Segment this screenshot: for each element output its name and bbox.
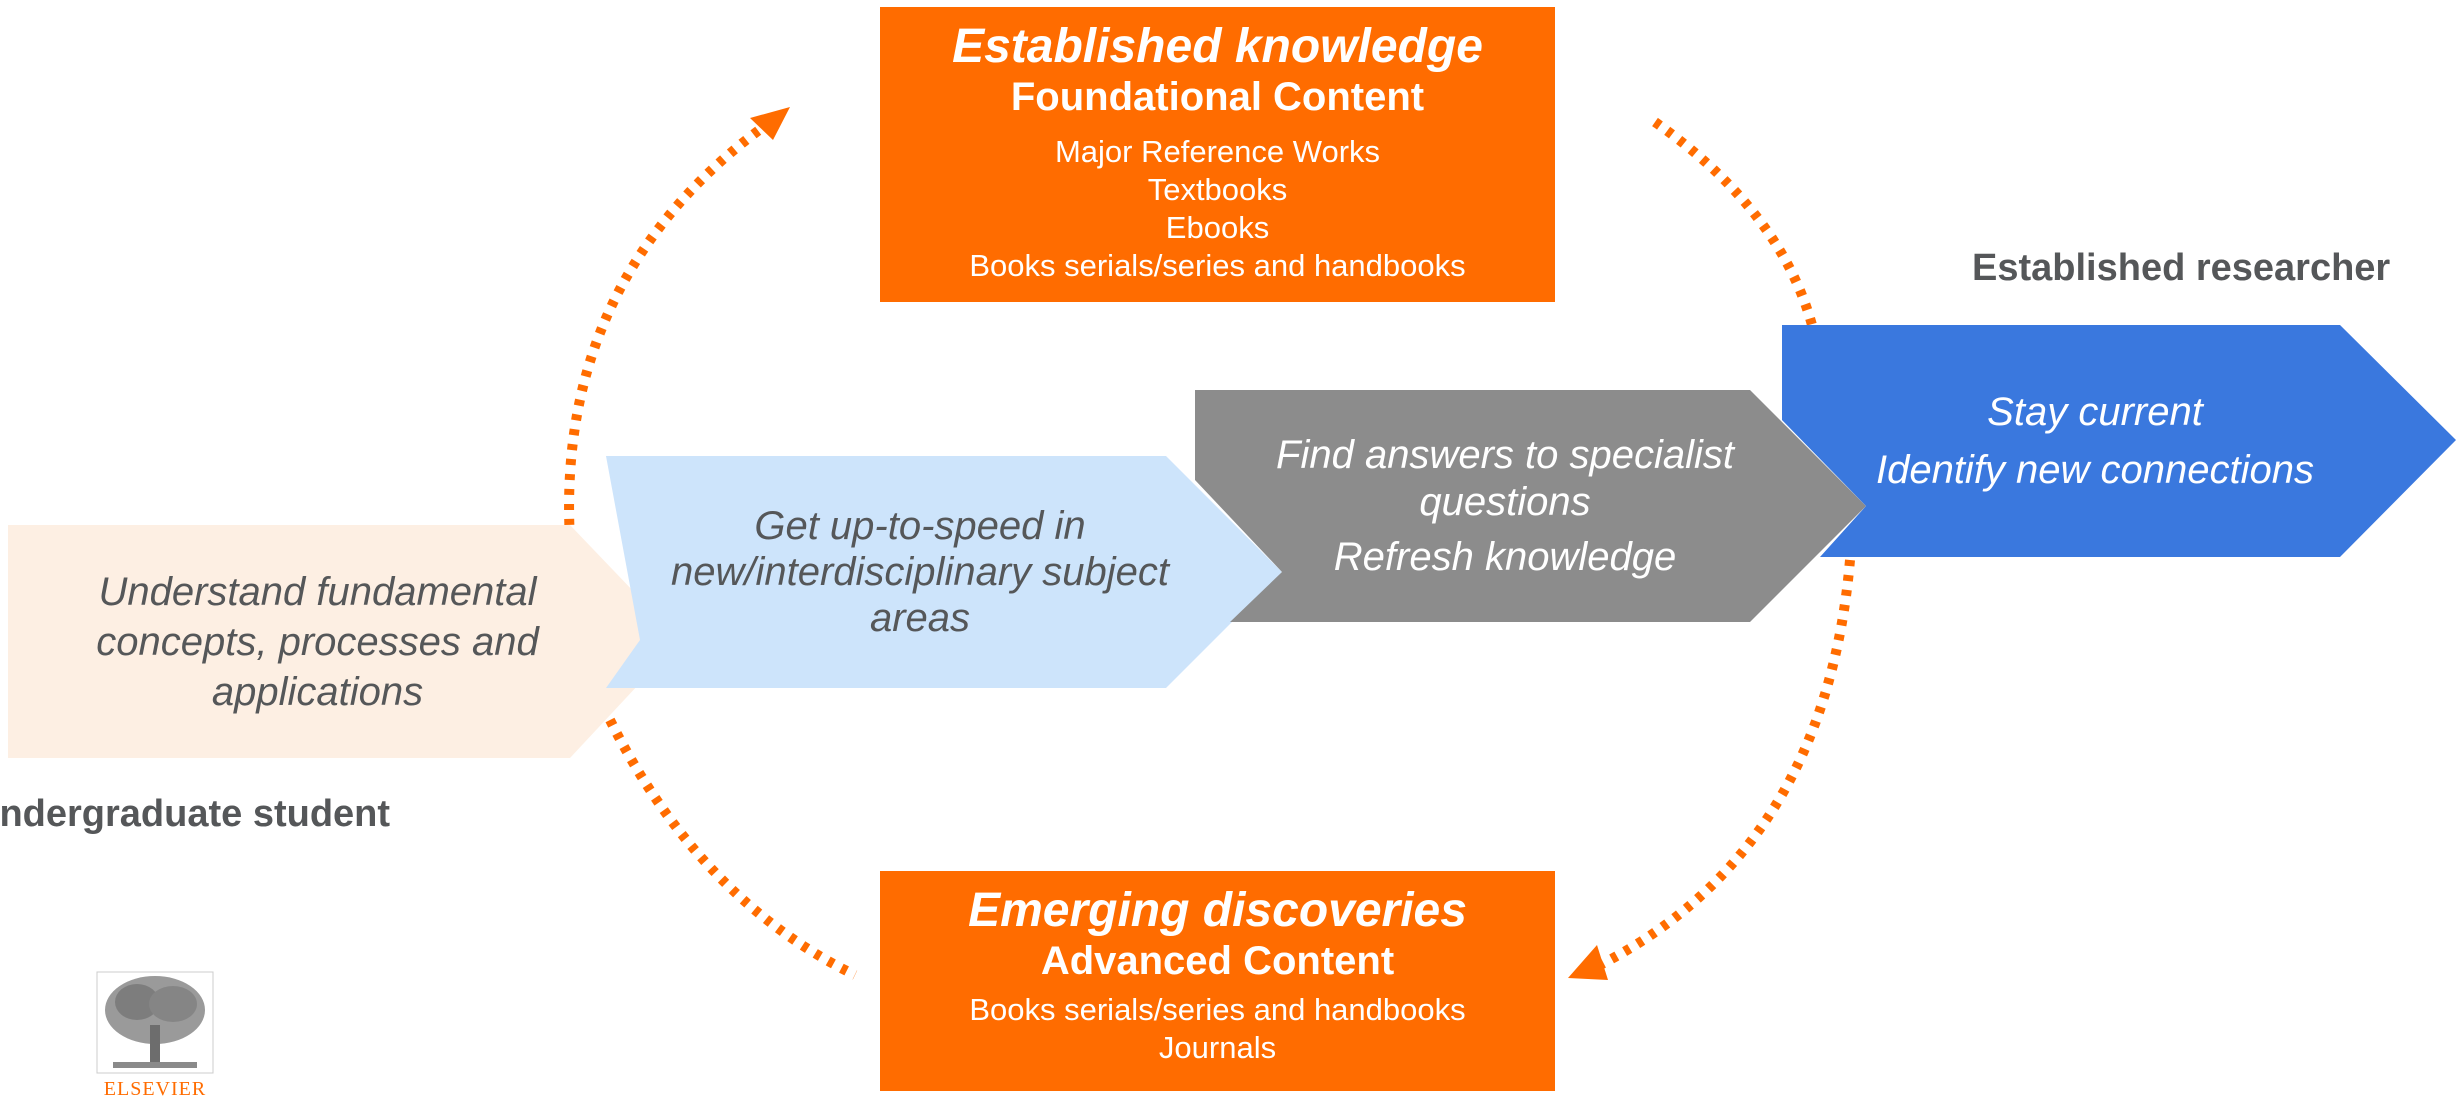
- stage-get-up-to-speed: Get up-to-speed in new/interdisciplinary…: [630, 456, 1210, 688]
- stage-1-line-3: applications: [211, 669, 424, 714]
- stage-arrow-2-shape: [606, 456, 1282, 688]
- stage-stay-current: Stay current Identify new connections: [1820, 325, 2370, 557]
- stage-1-line-1: Understand fundamental: [98, 569, 537, 614]
- stage-arrow-1-shape: [8, 525, 680, 758]
- stage-3-line-1: Find answers to specialist: [1276, 432, 1734, 477]
- bottom-box-title: Emerging discoveries: [968, 884, 1467, 937]
- label-established-researcher: Established researcher: [1972, 247, 2391, 289]
- label-undergraduate-student: Undergraduate student: [0, 793, 391, 835]
- top-box-item: Books serials/series and handbooks: [969, 248, 1466, 283]
- elsevier-tree-icon: [96, 971, 214, 1074]
- top-box-title: Established knowledge: [952, 20, 1483, 73]
- dotted-arrow-left-up: [564, 110, 783, 541]
- stage-arrow-3-shape: [1195, 390, 1866, 622]
- arrowhead-up-icon: [750, 107, 790, 140]
- top-box-item: Ebooks: [1165, 210, 1270, 245]
- established-knowledge-box: Established knowledge Foundational Conte…: [880, 7, 1555, 302]
- bottom-box-item: Books serials/series and handbooks: [969, 992, 1466, 1027]
- stage-1-line-2: concepts, processes and: [96, 619, 539, 664]
- emerging-discoveries-box: Emerging discoveries Advanced Content Bo…: [880, 871, 1555, 1091]
- arrowhead-down-icon: [1568, 945, 1608, 980]
- stage-understand-fundamentals: Understand fundamental concepts, process…: [30, 525, 605, 758]
- bottom-box-subtitle: Advanced Content: [1040, 939, 1395, 983]
- stage-4-line-2: Identify new connections: [1875, 448, 2315, 492]
- top-box-item: Major Reference Works: [1054, 134, 1381, 169]
- dotted-arrow-right-down: [1597, 559, 1855, 970]
- bottom-box-item: Journals: [1158, 1030, 1277, 1065]
- stage-4-line-1: Stay current: [1987, 390, 2203, 434]
- stage-3-line-3: Refresh knowledge: [1333, 534, 1677, 579]
- top-box-item: Textbooks: [1147, 172, 1288, 207]
- stage-3-line-2: questions: [1419, 479, 1591, 524]
- stage-2-line-2: new/interdisciplinary subject: [670, 550, 1169, 594]
- stage-2-line-3: areas: [869, 596, 971, 640]
- top-box-subtitle: Foundational Content: [1010, 75, 1425, 119]
- logo-text: ELSEVIER: [103, 1080, 207, 1096]
- elsevier-logo: ELSEVIER: [95, 970, 215, 1096]
- stage-find-answers: Find answers to specialist questions Ref…: [1230, 390, 1780, 622]
- dotted-arrow-top-right: [1652, 117, 1817, 327]
- stage-arrow-4-shape: [1782, 325, 2456, 557]
- stage-2-line-1: Get up-to-speed in: [754, 504, 1086, 548]
